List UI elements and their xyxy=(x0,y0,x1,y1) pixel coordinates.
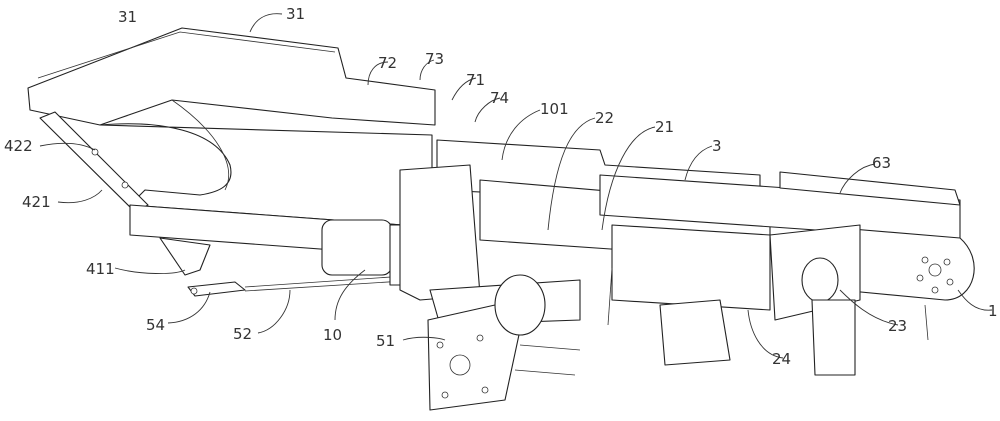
label-71: 71 xyxy=(466,71,485,89)
label-31-edge: 31 xyxy=(286,5,305,23)
label-72: 72 xyxy=(378,54,397,72)
label-74: 74 xyxy=(490,89,509,107)
label-51: 51 xyxy=(376,332,395,350)
label-31: 31 xyxy=(118,8,137,26)
gearbox-23 xyxy=(769,224,929,376)
label-24: 24 xyxy=(772,350,791,368)
label-21: 21 xyxy=(655,118,674,136)
motor-51 xyxy=(427,274,581,411)
label-421: 421 xyxy=(22,193,51,211)
flap-421 xyxy=(39,111,149,213)
label-22: 22 xyxy=(595,109,614,127)
label-73: 73 xyxy=(425,50,444,68)
conveyor-rail xyxy=(599,171,975,301)
label-63: 63 xyxy=(872,154,891,172)
label-411: 411 xyxy=(86,260,115,278)
hopper-31 xyxy=(27,27,471,231)
drive-24 xyxy=(607,224,771,366)
label-23: 23 xyxy=(888,317,907,335)
link-rod-52 xyxy=(187,274,421,297)
label-3: 3 xyxy=(712,137,722,155)
label-10: 10 xyxy=(323,326,342,344)
label-52: 52 xyxy=(233,325,252,343)
label-1: 1 xyxy=(988,302,998,320)
label-422: 422 xyxy=(4,137,33,155)
leader-lines xyxy=(39,13,993,359)
label-101: 101 xyxy=(540,100,569,118)
label-54: 54 xyxy=(146,316,165,334)
